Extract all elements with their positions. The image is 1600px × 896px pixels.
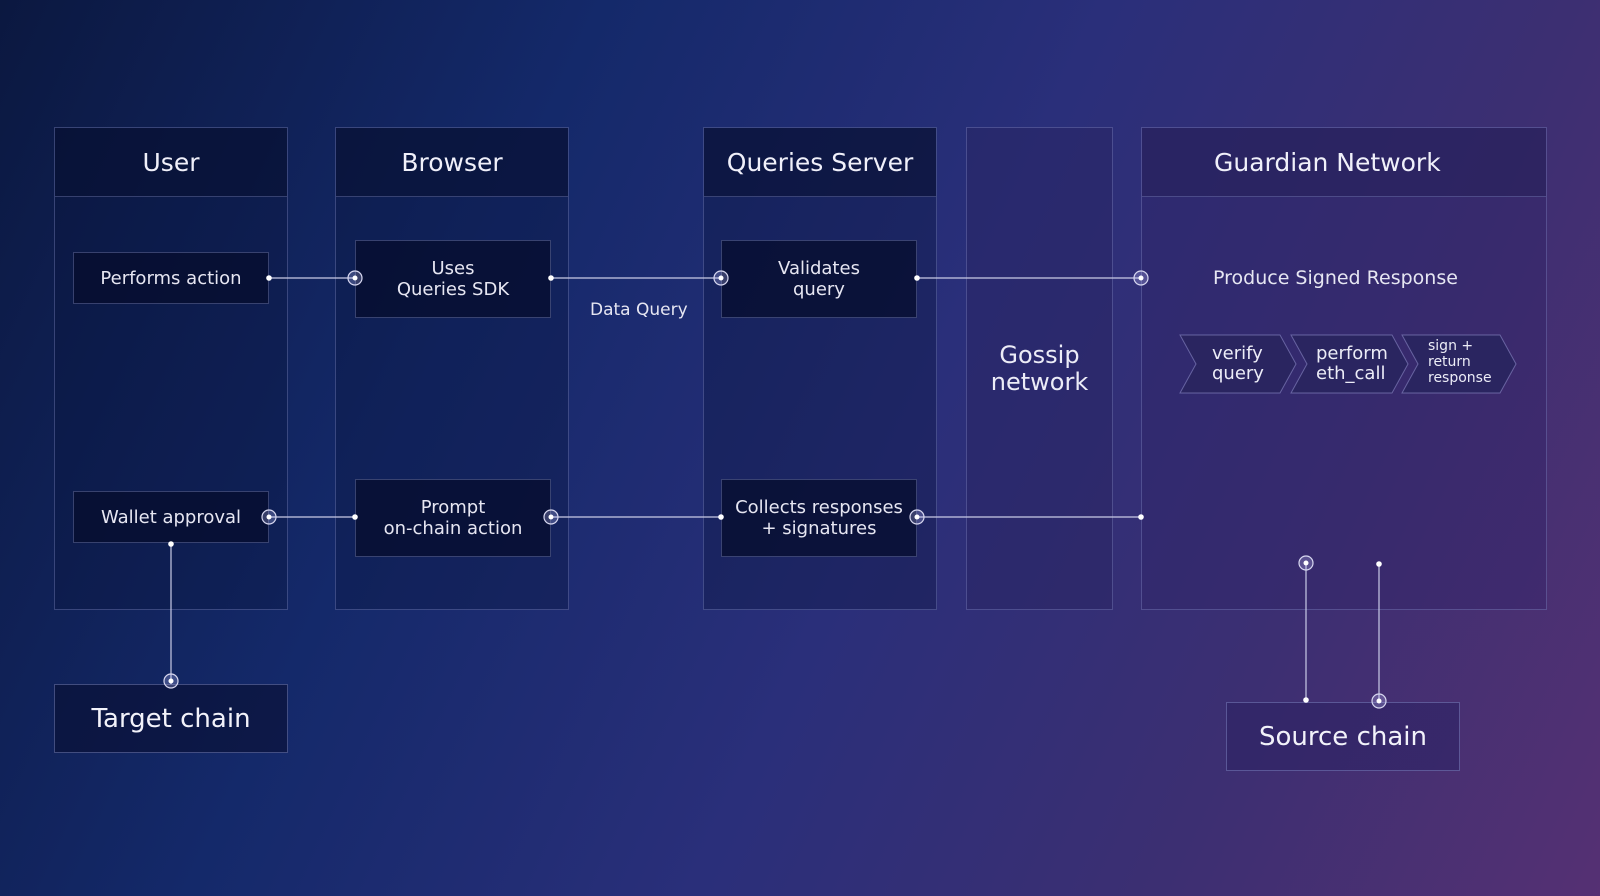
dot-validate-out — [914, 275, 920, 281]
step-sign-return-response: sign + return response — [1428, 338, 1492, 386]
node-target-in — [163, 673, 179, 689]
dot-guardian-in-bottom — [1138, 514, 1144, 520]
dot-action-out — [266, 275, 272, 281]
wallet-approval-box: Wallet approval — [73, 491, 269, 543]
node-wallet-out — [261, 509, 277, 525]
prompt-onchain-action-box: Prompt on-chain action — [355, 479, 551, 557]
target-chain-box: Target chain — [54, 684, 288, 753]
dot-collect-in — [718, 514, 724, 520]
node-guardian-out-a — [1298, 555, 1314, 571]
node-source-in-b — [1371, 693, 1387, 709]
gossip-network-label: Gossip network — [990, 341, 1089, 396]
collects-responses-box: Collects responses + signatures — [721, 479, 917, 557]
dot-prompt-in — [352, 514, 358, 520]
dot-guardian-out-b — [1376, 561, 1382, 567]
step-chevron-verify — [1179, 334, 1297, 394]
node-collect-out — [909, 509, 925, 525]
step-chevron-sign — [1401, 334, 1517, 394]
step-verify-query: verify query — [1212, 343, 1264, 384]
dot-wallet-bottom — [168, 541, 174, 547]
produce-signed-response-label: Produce Signed Response — [1213, 267, 1458, 289]
queries-server-column-title: Queries Server — [704, 128, 936, 197]
dot-nodes — [168, 275, 1382, 703]
user-column-title: User — [55, 128, 287, 197]
node-prompt-out — [543, 509, 559, 525]
validates-query-box: Validates query — [721, 240, 917, 318]
step-perform-eth-call: perform eth_call — [1316, 343, 1388, 384]
gossip-network-column — [966, 127, 1113, 610]
dot-source-in-a — [1303, 697, 1309, 703]
guardian-network-column-title: Guardian Network — [1142, 128, 1546, 197]
data-query-label: Data Query — [590, 300, 688, 320]
dot-sdk-out — [548, 275, 554, 281]
node-sdk-in — [347, 270, 363, 286]
node-validate-in — [713, 270, 729, 286]
connector-lines — [170, 277, 1380, 702]
uses-queries-sdk-box: Uses Queries SDK — [355, 240, 551, 318]
ring-nodes — [163, 270, 1387, 709]
node-guardian-in — [1133, 270, 1149, 286]
step-chevron-perform — [1290, 334, 1409, 394]
step-chevrons — [1179, 334, 1517, 394]
browser-column-title: Browser — [336, 128, 568, 197]
source-chain-box: Source chain — [1226, 702, 1460, 771]
